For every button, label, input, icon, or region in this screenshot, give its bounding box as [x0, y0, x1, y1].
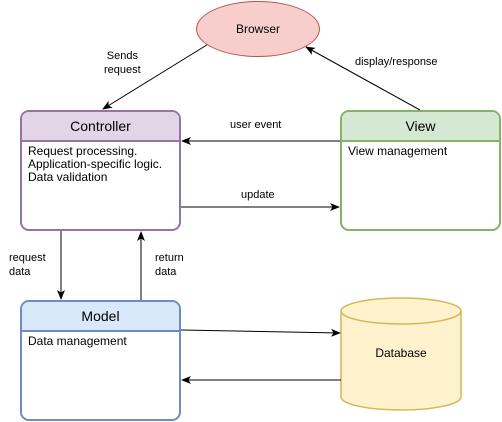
controller-body-line: Request processing. [28, 144, 138, 158]
edge-label-update: update [241, 188, 275, 202]
controller-body-line: Data validation [28, 170, 108, 184]
edge-label-request-data: request data [9, 251, 46, 279]
controller-node: Controller Request processing. Applicati… [20, 110, 181, 231]
edge-label-line: request [9, 252, 46, 264]
database-cylinder [340, 297, 462, 411]
edge-model-to-database [180, 328, 341, 337]
edge-label-line: Sends [106, 50, 138, 62]
browser-label: Browser [235, 22, 280, 36]
edge-display-response [305, 46, 421, 111]
database-label: Database [375, 346, 427, 360]
edge-label-line: return [155, 252, 184, 264]
model-body: Data management [28, 334, 127, 348]
edge-label-user-event: user event [230, 118, 282, 132]
model-node: Model Data management [20, 300, 181, 421]
controller-title: Controller [22, 112, 179, 142]
edge-label-sends-request: Sends request [104, 49, 141, 77]
edge-label-display-response: display/response [355, 55, 438, 69]
edge-label-return-data: return data [155, 251, 184, 279]
controller-body-line: Application-specific logic. [28, 157, 163, 171]
view-node: View View management [340, 110, 501, 231]
view-body: View management [348, 144, 448, 158]
edge-label-line: data [9, 266, 31, 278]
model-title: Model [22, 302, 179, 332]
controller-body: Request processing. Application-specific… [22, 142, 179, 187]
browser-node: Browser [196, 1, 320, 57]
edge-label-line: data [155, 266, 177, 278]
edge-sends-request [102, 42, 211, 110]
view-title: View [342, 112, 499, 142]
edge-label-line: request [104, 64, 141, 76]
